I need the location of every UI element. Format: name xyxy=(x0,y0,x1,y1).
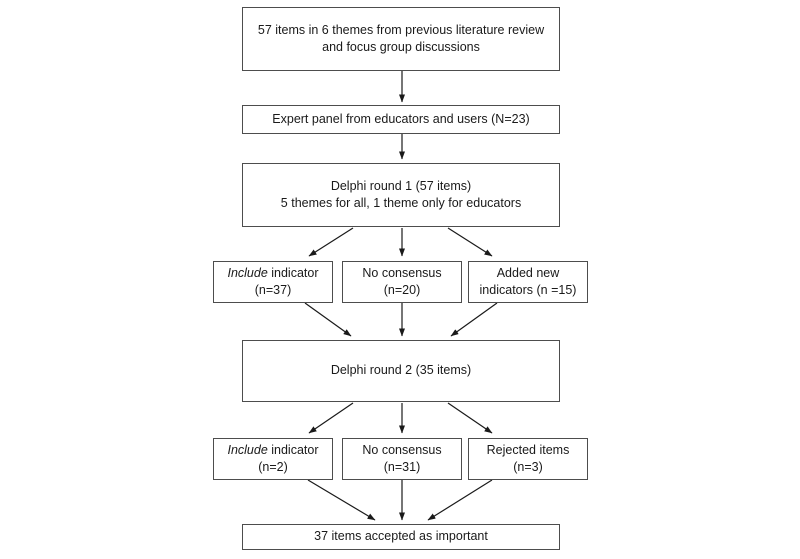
box-text-line: 57 items in 6 themes from previous liter… xyxy=(257,22,545,37)
box-text-line: 37 items accepted as important xyxy=(314,529,488,544)
box-r1-include-indicator: Include indicator (n=37) xyxy=(213,261,333,303)
box-text-line: 5 themes for all, 1 theme only for educa… xyxy=(280,196,522,210)
arrow-added-to-round2 xyxy=(450,302,498,337)
arrow-include-to-round2 xyxy=(304,302,352,337)
box-text-line: Include indicator xyxy=(227,265,318,283)
box-text-rest: indicator xyxy=(267,442,319,457)
arrow-round2-to-include xyxy=(308,402,354,434)
box-text-line: Include indicator xyxy=(227,442,318,460)
box-items-accepted: 37 items accepted as important xyxy=(242,524,560,550)
arrow-rejected-to-accepted xyxy=(427,479,493,521)
box-text-line: Delphi round 1 (57 items) xyxy=(330,178,472,193)
box-r1-no-consensus: No consensus (n=20) xyxy=(342,261,462,303)
box-r2-rejected-items: Rejected items (n=3) xyxy=(468,438,588,480)
box-expert-panel: Expert panel from educators and users (N… xyxy=(242,105,560,134)
box-text-line: Delphi round 2 (35 items) xyxy=(330,363,472,378)
arrow-include-to-accepted xyxy=(307,479,376,521)
include-italic-word: Include xyxy=(227,265,268,280)
box-text-line: (n=37) xyxy=(254,283,292,297)
arrow-round1-to-include xyxy=(308,227,354,257)
box-text-line: Rejected items xyxy=(486,442,570,457)
arrow-round1-to-added xyxy=(447,227,493,257)
box-text-line: (n=2) xyxy=(258,460,288,474)
box-r1-added-indicators: Added new indicators (n =15) xyxy=(468,261,588,303)
box-text-line: No consensus xyxy=(362,442,442,457)
box-text-line: No consensus xyxy=(362,265,442,280)
box-text-line: Expert panel from educators and users (N… xyxy=(272,111,530,126)
box-delphi-round-2: Delphi round 2 (35 items) xyxy=(242,340,560,402)
box-text-line: (n=31) xyxy=(383,460,421,474)
arrow-round2-to-rejected xyxy=(447,402,493,434)
box-text-line: and focus group discussions xyxy=(322,40,480,54)
box-text-line: (n=3) xyxy=(513,460,543,474)
box-text-line: (n=20) xyxy=(383,283,421,297)
box-literature-review: 57 items in 6 themes from previous liter… xyxy=(242,7,560,71)
box-text-rest: indicator xyxy=(267,265,319,280)
box-delphi-round-1: Delphi round 1 (57 items) 5 themes for a… xyxy=(242,163,560,227)
include-italic-word: Include xyxy=(227,442,268,457)
box-r2-include-indicator: Include indicator (n=2) xyxy=(213,438,333,480)
box-text-line: indicators (n =15) xyxy=(479,283,577,297)
box-text-line: Added new xyxy=(496,265,560,280)
box-r2-no-consensus: No consensus (n=31) xyxy=(342,438,462,480)
